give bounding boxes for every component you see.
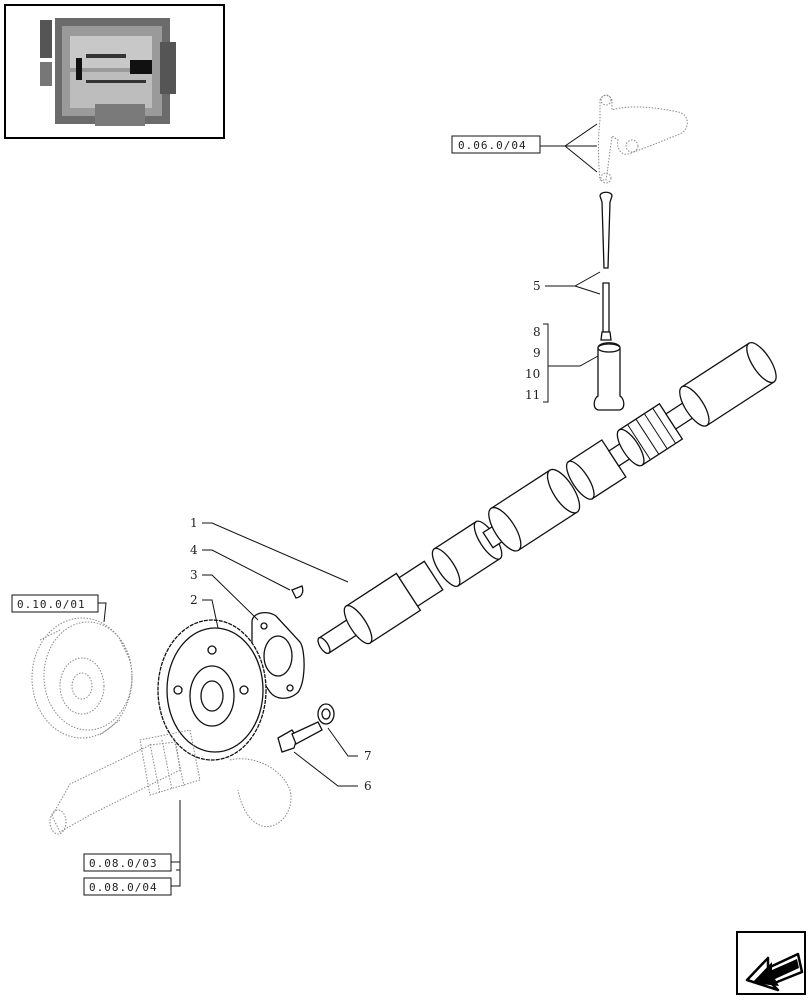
- idler-gear-outline: [31, 617, 133, 739]
- callout-9: 9: [533, 346, 541, 360]
- camshaft-gear: [157, 619, 267, 761]
- ref-label-gear: 0.10.0/01: [17, 598, 86, 611]
- callout-6: 6: [364, 779, 372, 793]
- callout-10: 10: [525, 367, 540, 381]
- ref-box-crank-1[interactable]: 0.08.0/03: [83, 853, 172, 872]
- callout-5: 5: [533, 279, 541, 293]
- callout-3: 3: [190, 568, 198, 582]
- ref-box-rocker[interactable]: 0.06.0/04: [451, 135, 541, 154]
- ref-box-gear[interactable]: 0.10.0/01: [11, 594, 99, 613]
- engine-thumbnail-icon: [40, 18, 176, 126]
- ref-label-crank-2: 0.08.0/04: [89, 881, 158, 894]
- callout-2: 2: [190, 593, 198, 607]
- callout-8: 8: [533, 325, 541, 339]
- ref-box-crank-2[interactable]: 0.08.0/04: [83, 877, 172, 896]
- ref-label-rocker: 0.06.0/04: [458, 139, 527, 152]
- callout-7: 7: [364, 749, 372, 763]
- push-rod: [599, 191, 613, 341]
- washer: [317, 703, 335, 725]
- camshaft: [317, 342, 777, 655]
- callout-1: 1: [190, 516, 198, 530]
- callout-11: 11: [525, 388, 540, 402]
- crankshaft-outline: [49, 729, 292, 835]
- next-page-button[interactable]: [736, 931, 806, 995]
- tappet: [593, 342, 625, 411]
- ref-label-crank-1: 0.08.0/03: [89, 857, 158, 870]
- rocker-arm-outline: [598, 94, 688, 184]
- callout-4: 4: [190, 543, 198, 557]
- next-page-arrow-icon: [745, 952, 804, 992]
- woodruff-key: [291, 585, 304, 599]
- engine-thumbnail[interactable]: [4, 4, 225, 139]
- bolt: [277, 721, 323, 753]
